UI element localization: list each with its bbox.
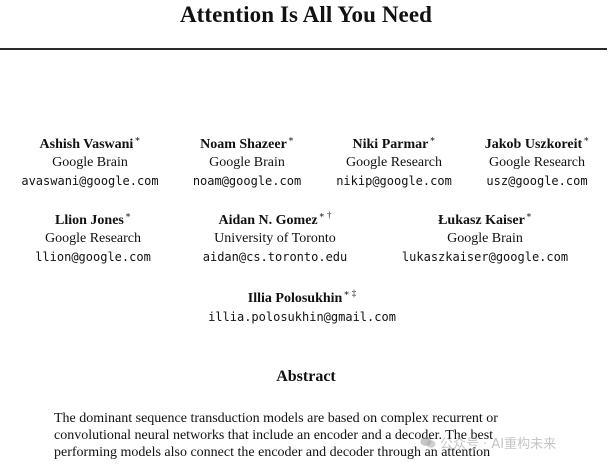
author-llion-jones: Llion Jones∗ Google Research llion@googl… <box>35 210 151 266</box>
author-lukasz-kaiser: Łukasz Kaiser∗ Google Brain lukaszkaiser… <box>401 210 569 266</box>
author-email: illia.polosukhin@gmail.com <box>208 310 396 324</box>
author-email: nikip@google.com <box>336 174 452 188</box>
abstract-heading: Abstract <box>276 368 336 385</box>
author-mark: ∗ <box>124 210 131 221</box>
watermark-text: 公众号 · AI重构未来 <box>440 437 557 452</box>
abstract-line: performing models also connect the encod… <box>54 445 491 460</box>
author-name: Łukasz Kaiser∗ <box>438 210 532 228</box>
author-affiliation: Google Research <box>488 155 586 170</box>
author-niki-parmar: Niki Parmar∗ Google Research nikip@googl… <box>336 134 452 190</box>
abstract-body: The dominant sequence transduction model… <box>54 410 564 461</box>
author-name: Aidan N. Gomez∗ † <box>218 210 332 228</box>
author-ashish-vaswani: Ashish Vaswani∗ Google Brain avaswani@go… <box>21 134 159 190</box>
author-affiliation: Google Brain <box>209 155 285 170</box>
author-illia-polosukhin: Illia Polosukhin∗ ‡ illia.polosukhin@gma… <box>208 288 396 326</box>
author-name: Ashish Vaswani∗ <box>39 134 141 152</box>
abstract-line: The dominant sequence transduction model… <box>54 411 498 426</box>
author-affiliation: Google Brain <box>447 231 523 246</box>
author-name: Jakob Uszkoreit∗ <box>484 134 590 152</box>
paper-title: Attention Is All You Need <box>179 2 433 27</box>
author-mark: ∗ <box>134 134 141 145</box>
author-name: Illia Polosukhin∗ ‡ <box>247 288 357 306</box>
author-name: Llion Jones∗ <box>55 210 131 228</box>
author-email: llion@google.com <box>35 250 151 264</box>
author-affiliation: Google Brain <box>52 155 128 170</box>
author-mark: ∗ <box>525 210 532 221</box>
abstract-line: convolutional neural networks that inclu… <box>54 428 494 443</box>
author-affiliation: Google Research <box>345 155 443 170</box>
author-jakob-uszkoreit: Jakob Uszkoreit∗ Google Research usz@goo… <box>484 134 590 190</box>
author-mark: ∗ <box>583 134 590 145</box>
author-mark: ∗ † <box>318 210 332 221</box>
author-email: aidan@cs.toronto.edu <box>202 250 348 264</box>
author-affiliation: Google Research <box>44 231 142 246</box>
author-aidan-gomez: Aidan N. Gomez∗ † University of Toronto … <box>202 210 348 266</box>
author-mark: ∗ <box>429 134 436 145</box>
author-email: noam@google.com <box>192 174 302 188</box>
author-email: avaswani@google.com <box>21 174 159 188</box>
wechat-icon <box>420 437 436 448</box>
author-name: Niki Parmar∗ <box>352 134 436 152</box>
author-email: lukaszkaiser@google.com <box>401 250 569 264</box>
author-mark: ∗ <box>287 134 294 145</box>
author-name: Noam Shazeer∗ <box>200 134 294 152</box>
author-affiliation: University of Toronto <box>214 231 336 246</box>
author-mark: ∗ ‡ <box>343 288 357 299</box>
watermark: 公众号 · AI重构未来 <box>420 433 556 452</box>
author-noam-shazeer: Noam Shazeer∗ Google Brain noam@google.c… <box>192 134 302 190</box>
author-email: usz@google.com <box>486 174 588 188</box>
title-rule <box>0 48 607 50</box>
